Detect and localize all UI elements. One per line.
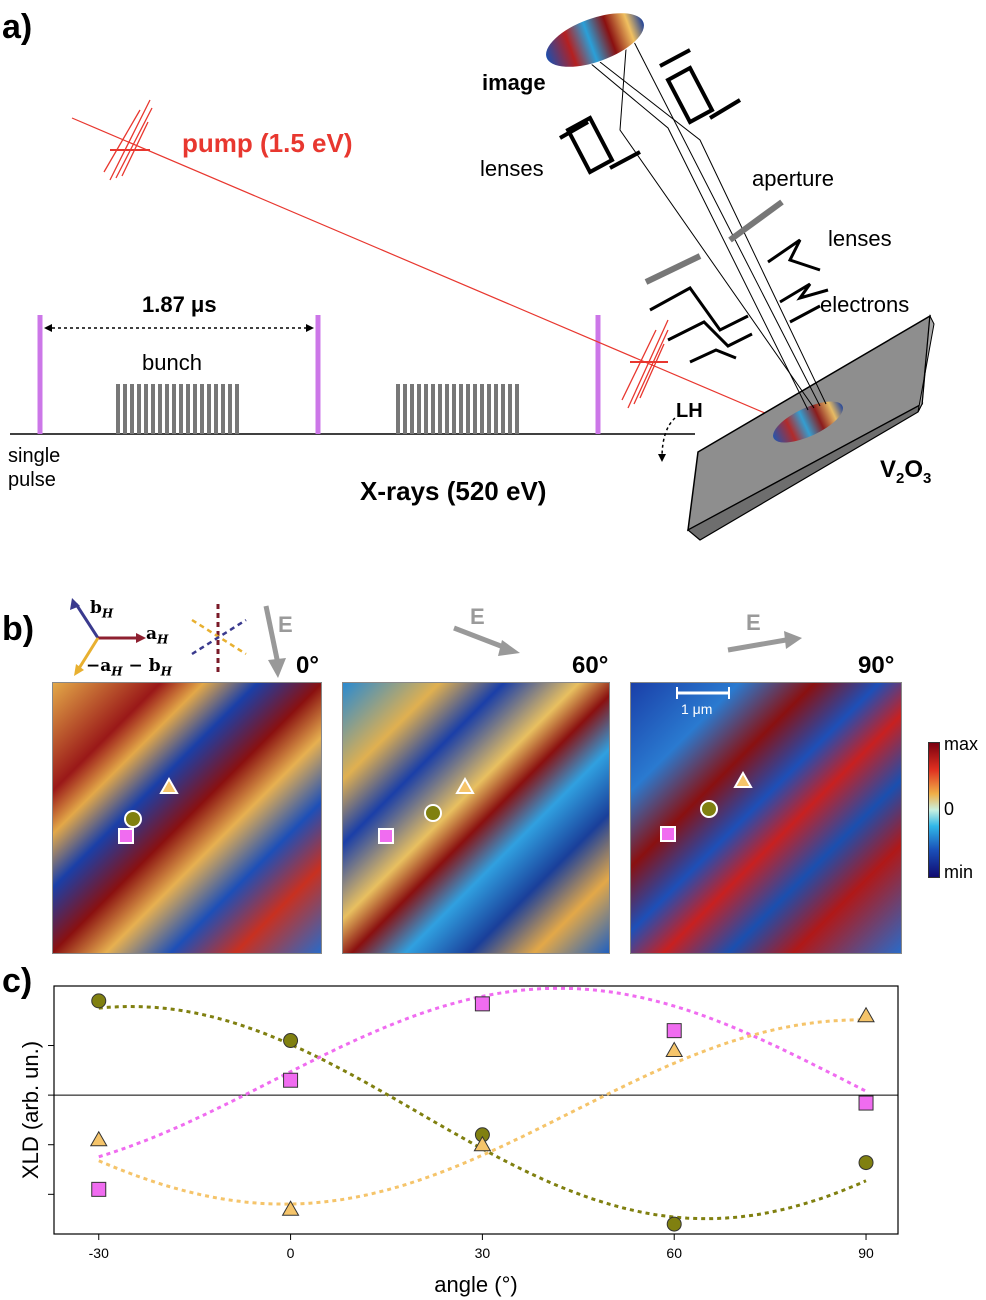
bunch-train-2	[396, 384, 519, 434]
lens-element	[559, 115, 641, 175]
axis-b-label: bH	[90, 598, 114, 621]
circle-point	[666, 1216, 682, 1232]
lens-element	[767, 238, 829, 324]
xld-map-60deg	[342, 682, 610, 954]
triangle-marker	[455, 776, 475, 794]
axis-a-label: aH	[146, 624, 169, 647]
triangle-marker	[159, 776, 179, 794]
triangle-point	[473, 1135, 492, 1152]
bunch-label: bunch	[142, 350, 202, 375]
image-oval	[545, 12, 645, 68]
field-label-0: E	[278, 612, 293, 637]
triangle-marker	[733, 770, 753, 788]
lens-element	[659, 48, 742, 125]
circle-point	[91, 993, 107, 1009]
circle-marker	[424, 804, 442, 822]
angle-label-0: 0°	[296, 652, 319, 679]
lh-arrow	[661, 417, 676, 459]
square-marker	[660, 826, 676, 842]
triangle-fit-curve	[98, 1018, 866, 1206]
aperture-plate	[644, 253, 702, 285]
circle-marker	[124, 810, 142, 828]
sample-label: V2O3	[880, 456, 932, 487]
colorbar-min: min	[944, 862, 974, 882]
xld-angle-chart: -30 0 30 60 90 angle (°) XLD (arb. un.)	[18, 985, 899, 1297]
colorbar-max: max	[944, 734, 979, 754]
field-arrow-90	[727, 631, 802, 653]
x-tick-label: -30	[89, 1245, 109, 1261]
square-point	[91, 1181, 107, 1197]
interval-label: 1.87 μs	[142, 292, 217, 317]
xld-map-90deg: 1 μm	[630, 682, 902, 954]
triangle-point	[89, 1130, 108, 1147]
colorbar	[928, 742, 940, 878]
square-marker	[378, 828, 394, 844]
square-point	[858, 1095, 874, 1111]
field-label-90: E	[746, 610, 761, 635]
lens-element	[649, 286, 753, 364]
x-tick-label: 90	[858, 1245, 874, 1261]
angle-label-60: 60°	[572, 652, 609, 679]
pump-pulse-icon	[621, 319, 669, 409]
pump-pulse-icon	[103, 99, 153, 181]
square-point	[283, 1072, 299, 1088]
field-label-60: E	[470, 604, 485, 629]
xrays-label: X-rays (520 eV)	[360, 476, 547, 506]
colorbar-zero: 0	[944, 799, 955, 819]
circle-point	[283, 1033, 299, 1049]
electrons-label: electrons	[820, 292, 910, 317]
field-arrow-0	[263, 605, 286, 678]
x-tick-label: 0	[287, 1245, 295, 1261]
lh-label: LH	[676, 400, 703, 422]
x-axis-label: angle (°)	[434, 1272, 517, 1297]
panel-label-b: b)	[2, 610, 35, 648]
plot-frame	[53, 985, 899, 1235]
aperture-plate	[728, 199, 784, 243]
setup-schematic	[10, 12, 935, 541]
angle-label-90: 90°	[858, 652, 895, 679]
v2o3-sample	[686, 314, 935, 541]
circle-marker	[700, 800, 718, 818]
image-label: image	[482, 70, 546, 95]
scale-bar-label: 1 μm	[681, 701, 713, 717]
panel-label-a: a)	[2, 8, 33, 46]
y-axis-label: XLD (arb. un.)	[18, 1041, 43, 1179]
x-tick-label: 60	[666, 1245, 682, 1261]
field-arrow-60	[453, 625, 520, 656]
pump-label: pump (1.5 eV)	[182, 128, 353, 158]
triangle-point	[281, 1200, 300, 1216]
square-marker	[118, 828, 134, 844]
square-point	[474, 996, 490, 1012]
circle-point	[858, 1155, 874, 1171]
triangle-point	[665, 1041, 684, 1057]
lenses-label-right: lenses	[828, 226, 892, 251]
aperture-label: aperture	[752, 166, 834, 191]
xld-map-0deg	[52, 682, 322, 954]
panel-label-c: c)	[2, 962, 33, 1000]
square-point	[666, 1023, 682, 1039]
circle-fit-curve	[98, 1004, 867, 1221]
bunch-train-1	[116, 384, 239, 434]
lenses-label-top: lenses	[480, 156, 544, 181]
crystal-axes-icon	[70, 598, 247, 676]
axis-combo-label: −aH − bH	[86, 656, 172, 679]
x-tick-label: 30	[475, 1245, 491, 1261]
triangle-point	[857, 1006, 875, 1023]
electron-rays	[571, 21, 827, 411]
pump-beam	[71, 117, 801, 429]
